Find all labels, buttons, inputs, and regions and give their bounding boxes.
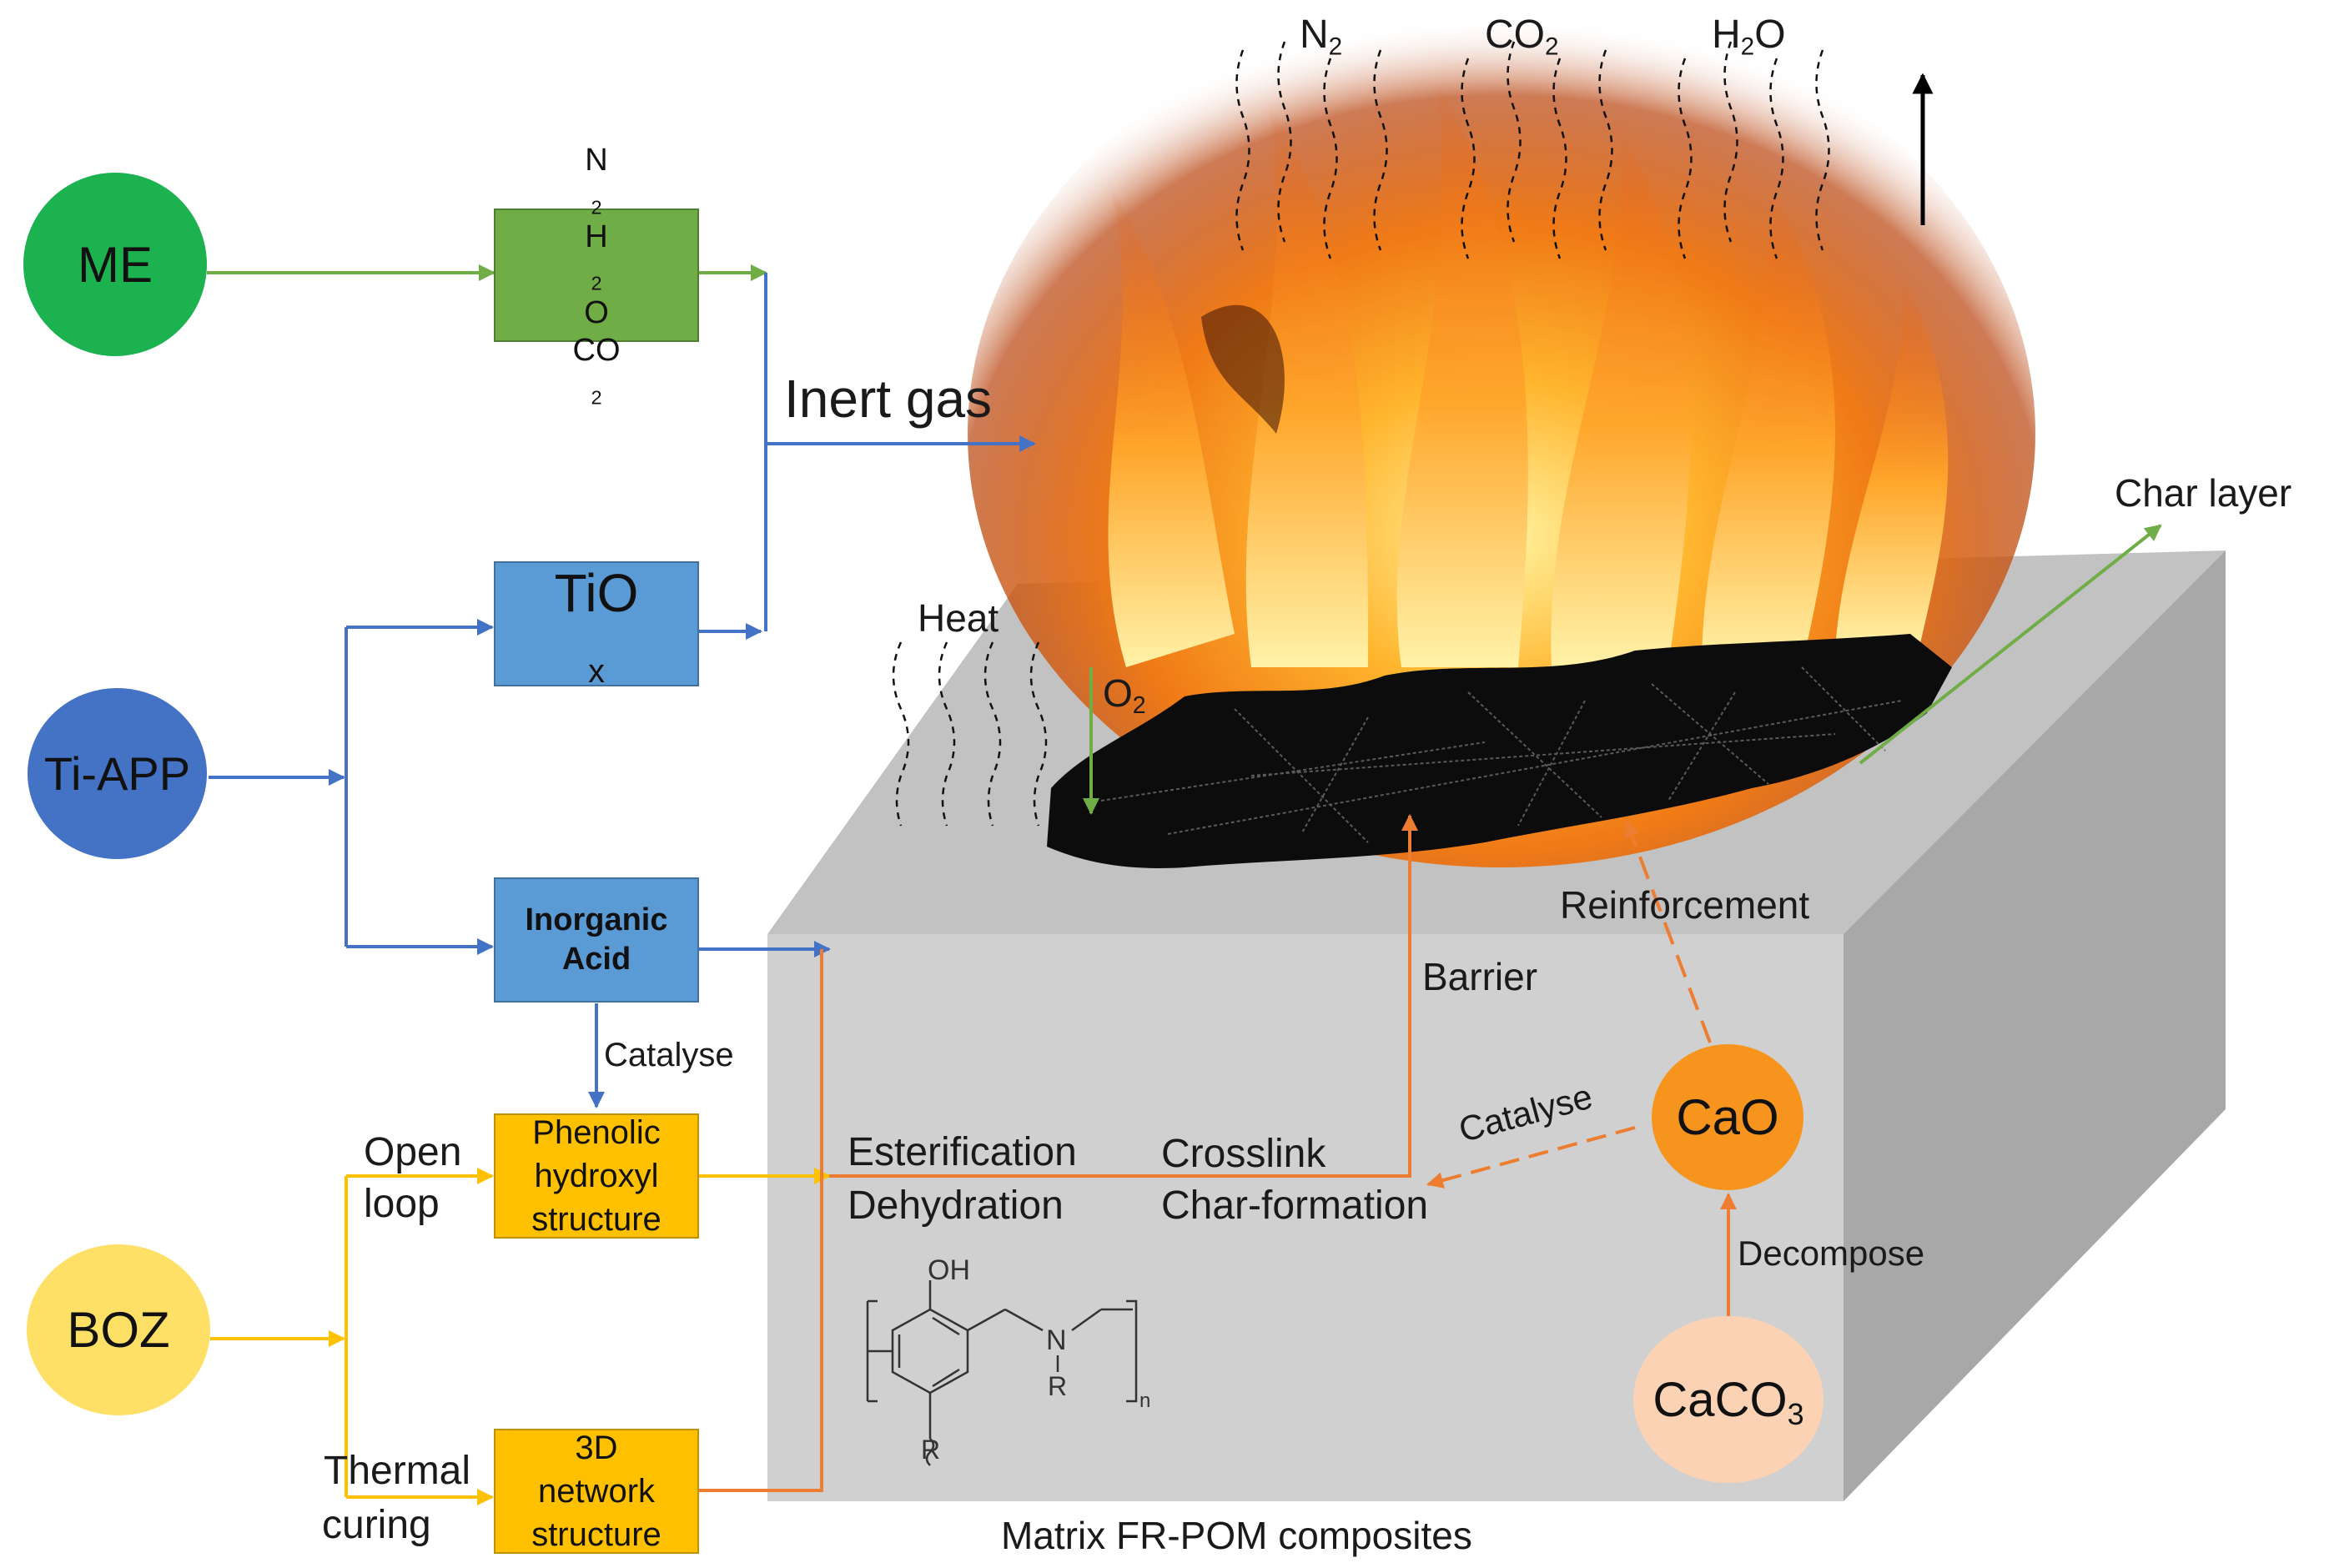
thermal-label: Thermal — [324, 1449, 471, 1493]
inorganic-acid-line2: Acid — [561, 942, 631, 977]
catalyse-acid-label: Catalyse — [604, 1037, 734, 1073]
cao-circle: CaO — [1652, 1044, 1803, 1190]
structure-n: N — [1046, 1324, 1067, 1356]
phenolic-line3: structure — [531, 1201, 661, 1238]
char-formation-label: Char-formation — [1161, 1184, 1429, 1228]
char-layer — [1047, 634, 1952, 868]
cube-side-face — [1844, 550, 2226, 1501]
cao-label: CaO — [1676, 1089, 1779, 1145]
orange-flow-lines — [699, 814, 1737, 1492]
open-label: Open — [364, 1130, 462, 1174]
phenolic-line2: hydroxyl — [534, 1158, 659, 1194]
network-box: 3D network structure — [494, 1429, 699, 1554]
structure-n-subscript: n — [1139, 1390, 1151, 1412]
heat-label: Heat — [918, 596, 999, 640]
o2-label: O2 — [1103, 671, 1146, 719]
network-line2: network — [537, 1473, 656, 1510]
structure-oh: OH — [928, 1254, 970, 1286]
tiapp-circle: Ti-APP — [28, 688, 207, 859]
reinforcement-label: Reinforcement — [1560, 883, 1810, 927]
inorganic-acid-box: Inorganic Acid — [494, 877, 699, 1003]
caco3-circle: CaCO3 — [1633, 1316, 1823, 1483]
gas-label-h2o: H2O — [1712, 13, 1786, 61]
crosslink-label: Crosslink — [1161, 1132, 1326, 1176]
loop-label: loop — [364, 1182, 440, 1226]
dehydration-label: Dehydration — [848, 1184, 1064, 1228]
phenolic-line1: Phenolic — [532, 1114, 661, 1151]
barrier-label: Barrier — [1422, 955, 1538, 998]
network-line1: 3D — [575, 1430, 618, 1466]
inert-gas-label: Inert gas — [784, 369, 993, 429]
esterification-label: Esterification — [848, 1130, 1077, 1174]
boz-label: BOZ — [67, 1302, 170, 1358]
curing-label: curing — [322, 1503, 431, 1547]
matrix-label: Matrix FR-POM composites — [1001, 1514, 1472, 1557]
gas-wave-lines — [1235, 41, 1830, 259]
network-line3: structure — [531, 1516, 661, 1553]
flame-illustration — [968, 0, 2035, 867]
caco3-label: CaCO3 — [1652, 1372, 1804, 1431]
blue-flow-lines — [209, 273, 1036, 1108]
structure-r-ring: R — [921, 1435, 941, 1465]
gas-label-n2: N2 — [1300, 13, 1343, 61]
gas-label-co2: CO2 — [1485, 13, 1559, 61]
char-layer-arrow — [1859, 524, 2162, 765]
char-layer-label: Char layer — [2115, 471, 2292, 515]
polybenzoxazine-structure — [866, 1280, 1138, 1466]
me-label: ME — [78, 236, 153, 293]
decompose-label: Decompose — [1738, 1234, 1925, 1273]
tiapp-label: Ti-APP — [43, 747, 191, 800]
me-circle: ME — [23, 173, 207, 356]
inorganic-acid-line1: Inorganic — [525, 902, 668, 937]
structure-r-amine: R — [1048, 1371, 1068, 1401]
boz-circle: BOZ — [27, 1244, 210, 1415]
yellow-flow-lines — [210, 1168, 831, 1505]
phenolic-box: Phenolic hydroxyl structure — [494, 1113, 699, 1239]
